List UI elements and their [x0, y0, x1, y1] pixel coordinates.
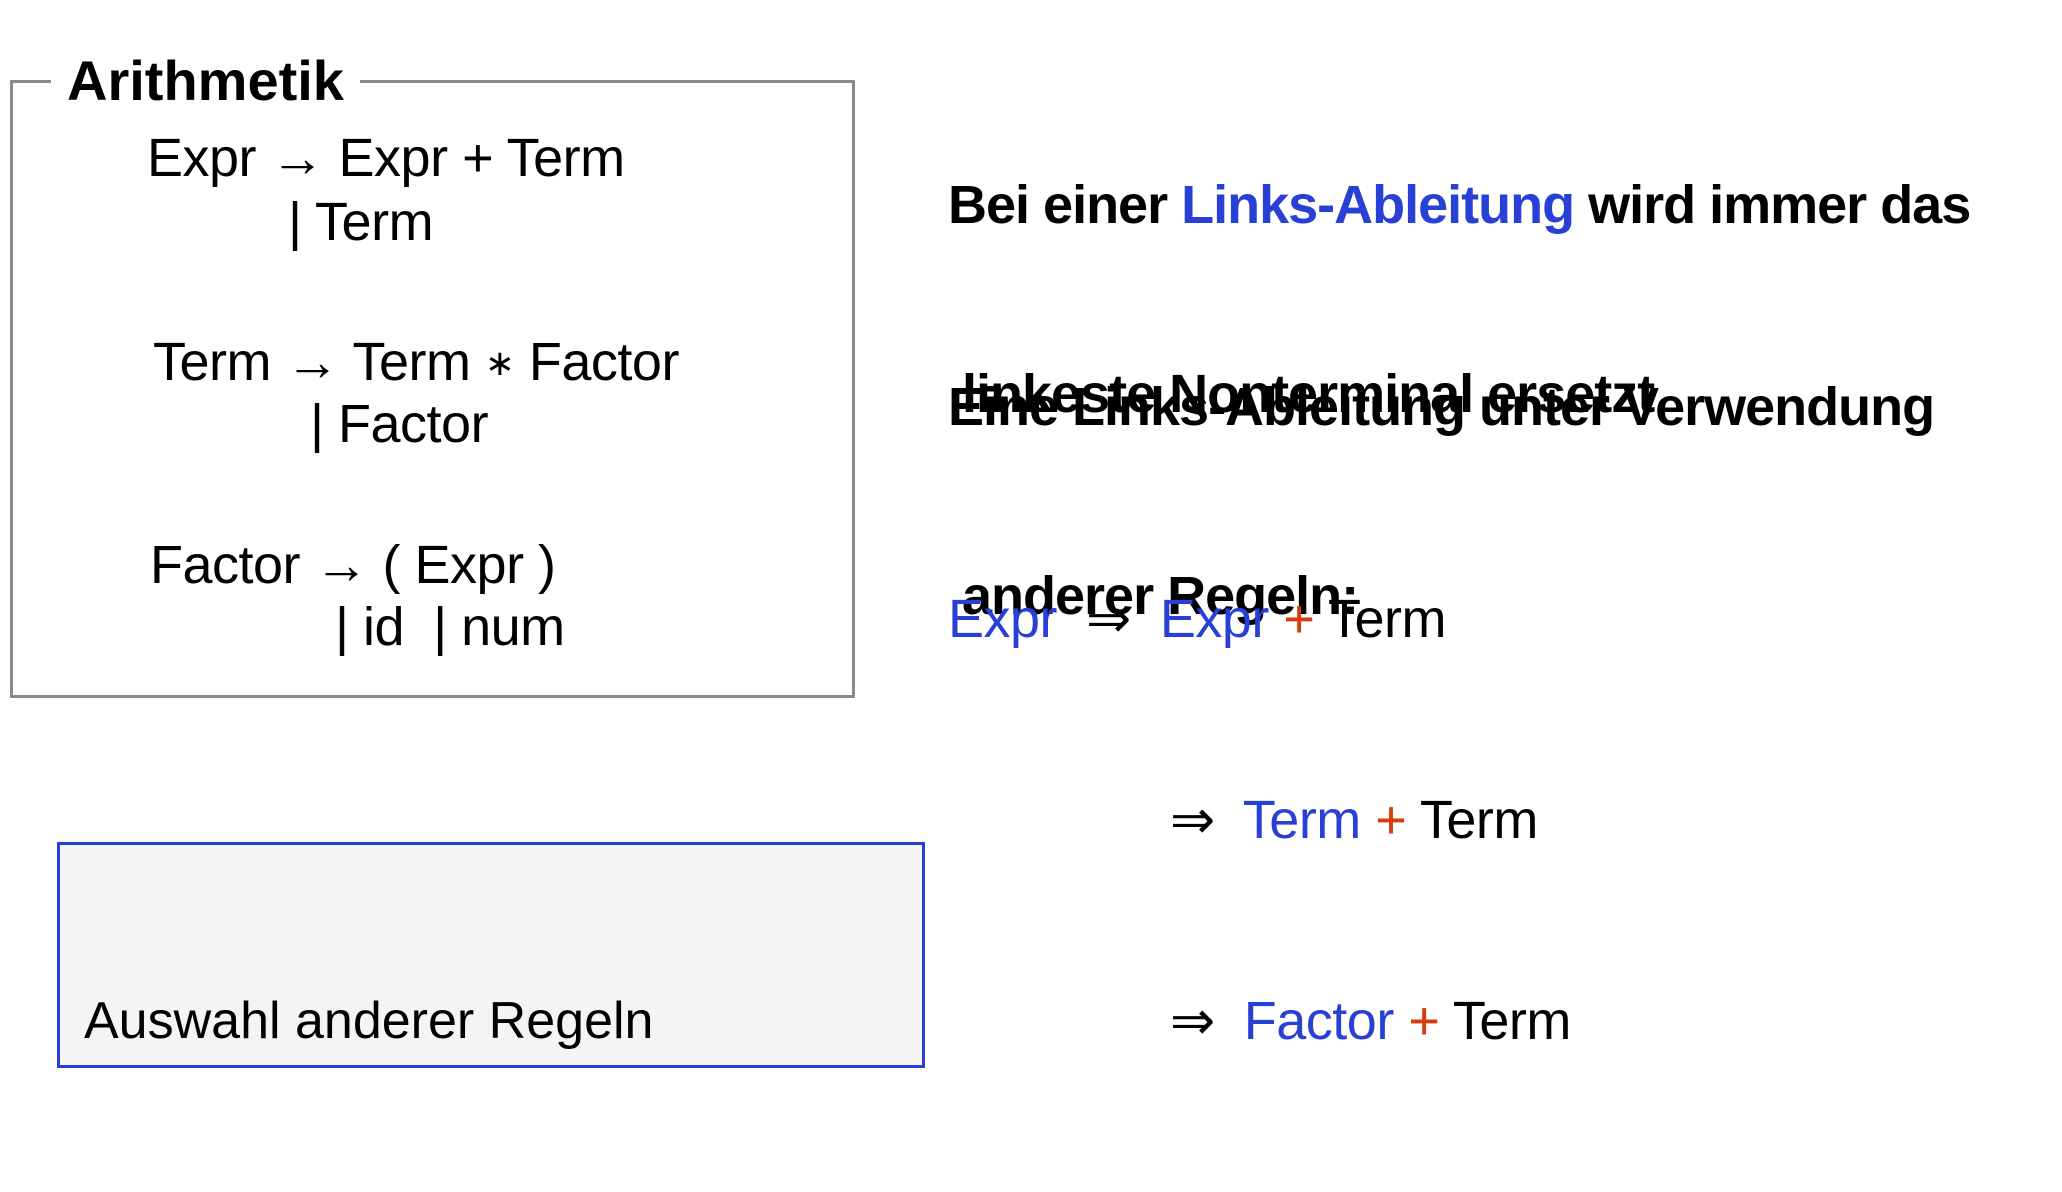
note-box: Auswahl anderer Regeln erzeugt i.A. ande…	[57, 842, 925, 1192]
grammar-rule-factor: Factor → ( Expr )	[150, 535, 556, 595]
grammar-box: Arithmetik Expr → Expr + Term | Term Ter…	[10, 50, 855, 698]
grammar-rule-expr: Expr → Expr + Term	[147, 128, 625, 188]
grammar-rule-term: Term → Term ∗ Factor	[153, 332, 679, 392]
heading-line: anderer Regeln:	[948, 566, 1359, 626]
heading-line: linkeste Nonterminal ersetzt	[948, 364, 1655, 424]
note-line: Auswahl anderer Regeln	[84, 992, 654, 1050]
heading-links-ableitung: Bei einer Links-Ableitung wird immer das…	[948, 48, 1971, 552]
heading-line: Eine Links-Ableitung unter Verwendung	[948, 377, 1935, 437]
derivation-block: Expr ⇒ Expr + Term ⇒ Term + Term ⇒ Facto…	[948, 452, 1830, 1192]
derivation-line-2: ⇒ Term + Term	[1170, 790, 1538, 850]
grammar-box-title: Arithmetik	[51, 50, 360, 112]
heading-derivation-example: Eine Links-Ableitung unter Verwendung an…	[948, 250, 1935, 754]
grammar-rule-expr-alt: | Term	[288, 192, 434, 252]
grammar-rule-term-alt: | Factor	[310, 394, 489, 454]
grammar-rule-factor-alt: | id | num	[335, 597, 565, 657]
derivation-line-1: Expr ⇒ Expr + Term	[948, 589, 1446, 649]
derivation-line-3: ⇒ Factor + Term	[1170, 991, 1571, 1051]
note-line: erzeugt i.A. andere Worte	[84, 1186, 922, 1192]
heading-line: Bei einer Links-Ableitung wird immer das	[948, 175, 1971, 235]
